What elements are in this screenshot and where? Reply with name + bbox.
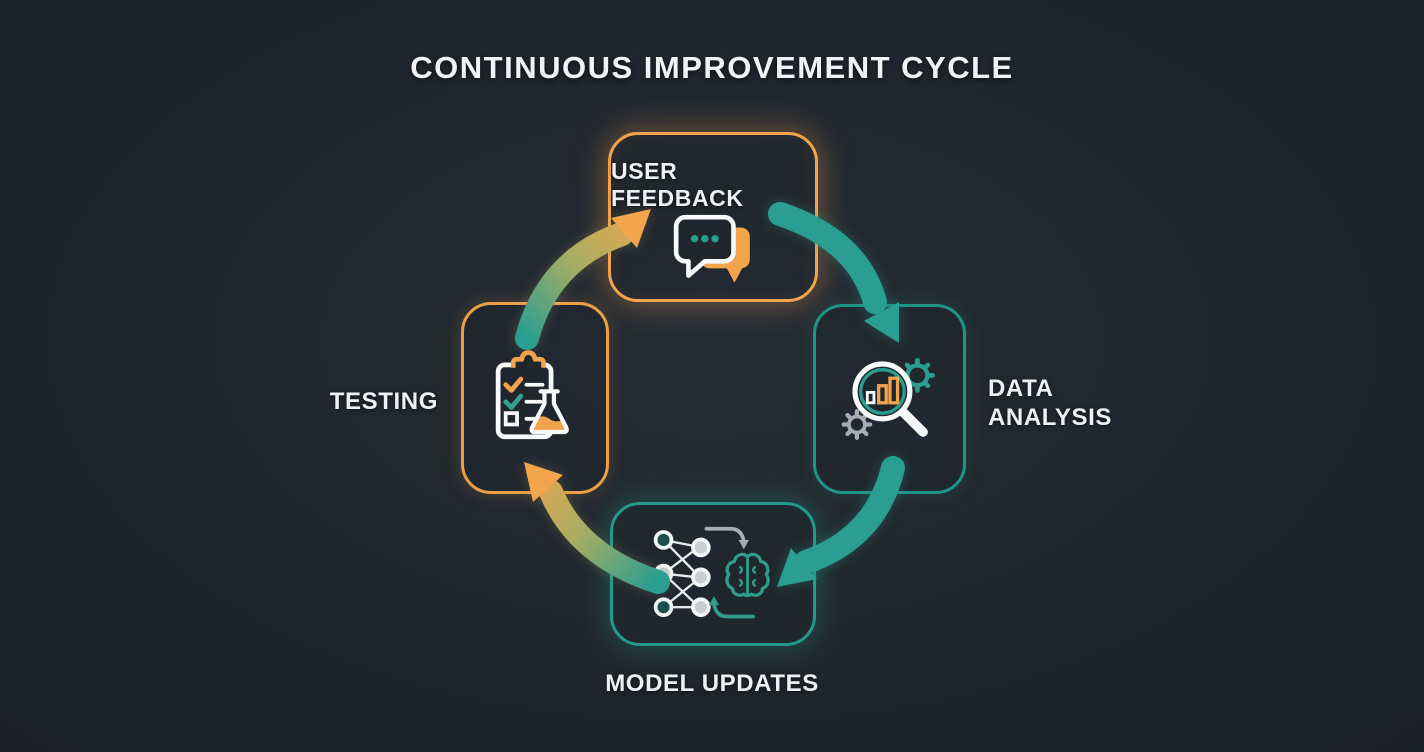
page-title: CONTINUOUS IMPROVEMENT CYCLE xyxy=(410,50,1014,85)
node-user-feedback: USER FEEDBACK xyxy=(608,132,818,302)
node-model-updates xyxy=(610,502,816,646)
clipboard-checklist-flask-icon xyxy=(495,350,569,440)
node-label-model-updates: MODEL UPDATES xyxy=(605,670,819,697)
neural-network-brain-icon xyxy=(653,526,770,618)
chat-bubbles-icon xyxy=(673,214,750,283)
node-data-analysis xyxy=(813,304,966,494)
node-label-data-analysis: DATA ANALYSIS xyxy=(988,375,1112,431)
node-label-testing: TESTING xyxy=(329,388,438,415)
magnifier-bar-chart-icon xyxy=(841,357,935,440)
node-testing xyxy=(461,302,609,494)
node-label-user-feedback: USER FEEDBACK xyxy=(611,158,744,211)
